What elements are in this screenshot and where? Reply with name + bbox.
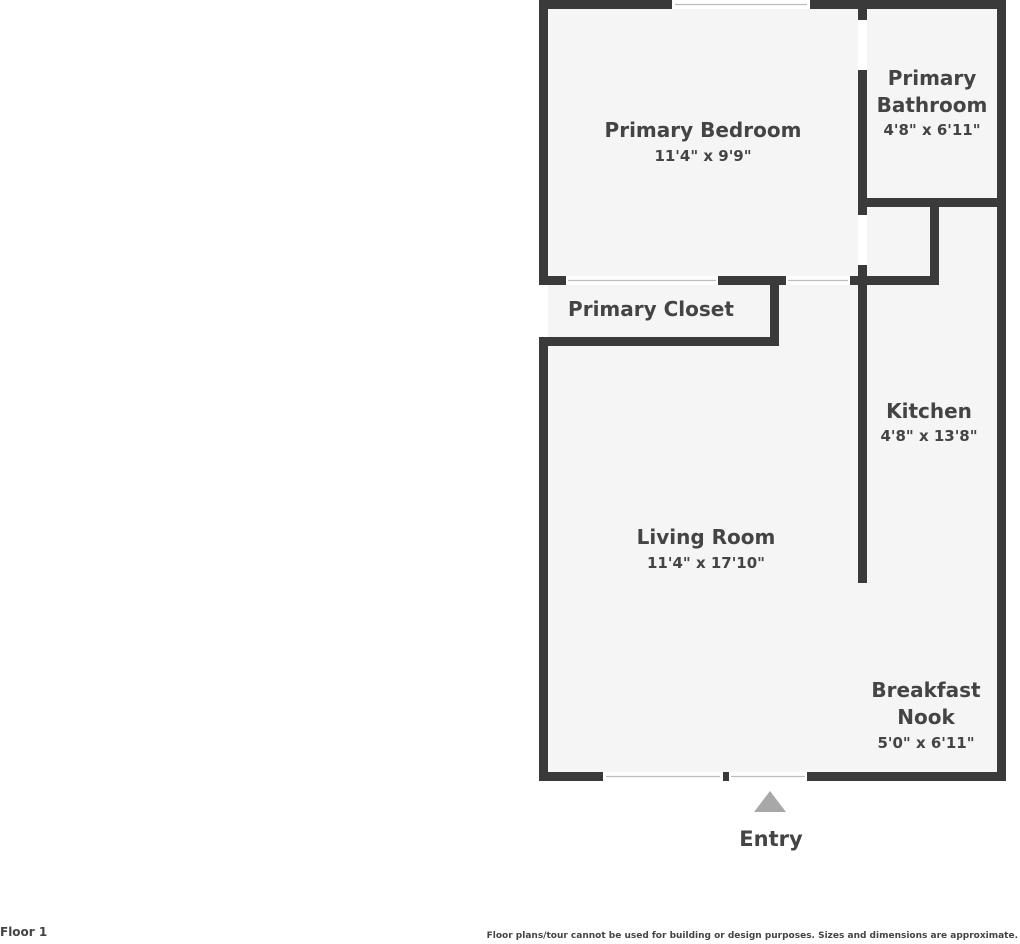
breakfast-nook-dims: 5'0" x 6'11" <box>877 734 974 752</box>
primary-closet-name: Primary Closet <box>568 297 734 321</box>
wall-closet-bottom <box>539 337 779 346</box>
primary-bathroom-name-line2: Bathroom <box>877 93 988 117</box>
living-room-name: Living Room <box>637 525 776 549</box>
floor-area <box>544 4 1001 777</box>
outer-wall-right <box>997 0 1006 781</box>
outer-wall-left <box>539 0 548 781</box>
entry-label: Entry <box>739 827 803 851</box>
kitchen-name: Kitchen <box>886 399 972 423</box>
kitchen-dims: 4'8" x 13'8" <box>880 427 977 445</box>
wall-kitchen-divider <box>858 276 867 583</box>
floor-label: Floor 1 <box>0 925 48 939</box>
primary-bathroom-name-line1: Primary <box>888 66 977 90</box>
breakfast-nook-name-line1: Breakfast <box>871 678 981 702</box>
wall-bath-notch <box>930 198 939 285</box>
primary-bedroom-dims: 11'4" x 9'9" <box>654 147 751 165</box>
breakfast-nook-name-line2: Nook <box>897 705 955 729</box>
living-room-dims: 11'4" x 17'10" <box>647 554 765 572</box>
opening-closet-left <box>539 285 548 337</box>
wall-closet-right <box>770 276 779 346</box>
door-bedroom-bath <box>858 20 867 70</box>
wall-notch-bottom <box>858 276 939 285</box>
primary-bathroom-dims: 4'8" x 6'11" <box>883 121 980 139</box>
wall-bedroom-bath <box>858 0 867 285</box>
entry-arrow-icon <box>754 791 786 812</box>
door-bedroom-kitchen <box>858 215 867 265</box>
disclaimer: Floor plans/tour cannot be used for buil… <box>486 931 1018 941</box>
primary-bedroom-name: Primary Bedroom <box>605 118 802 142</box>
